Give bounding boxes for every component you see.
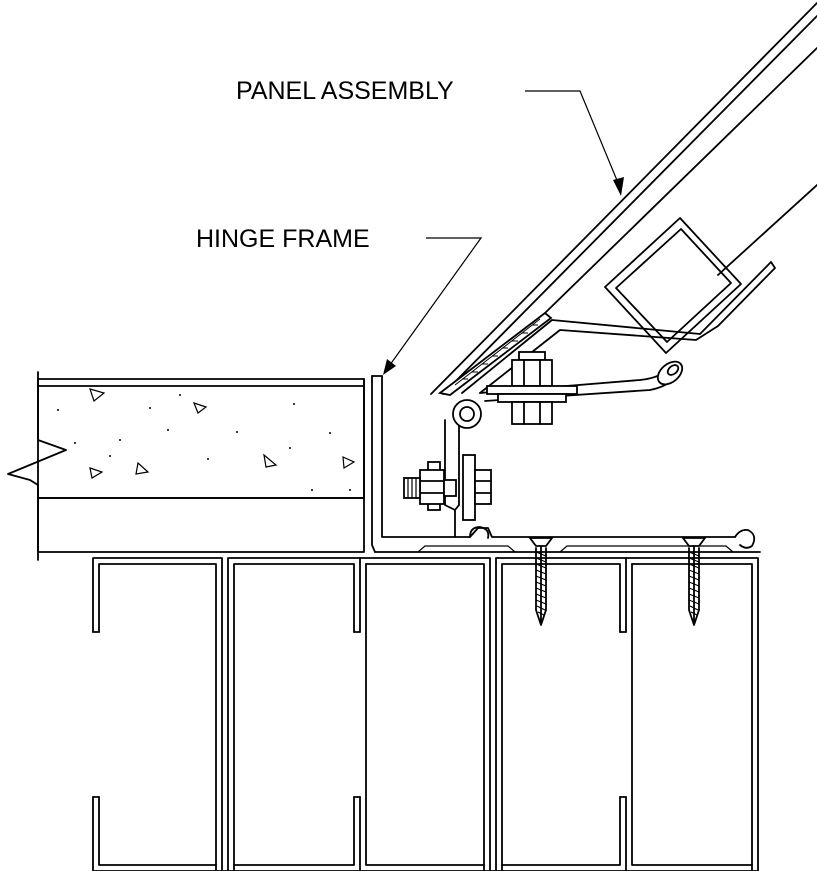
stud-5: [625, 557, 759, 871]
hinge-frame-leader: [383, 237, 483, 375]
lower-bolt: [403, 454, 492, 521]
hinge-frame-label: HINGE FRAME: [196, 225, 370, 253]
stud-4: [495, 557, 627, 871]
hinge-frame: [371, 375, 761, 553]
screw-left: [528, 537, 554, 626]
panel-assembly: [430, 2, 817, 402]
screw-right: [681, 537, 707, 626]
stud-3: [359, 557, 491, 871]
steel-studs: [92, 557, 759, 871]
stud-1: [92, 557, 223, 871]
stud-2: [227, 557, 361, 871]
panel-assembly-leader: [525, 90, 624, 196]
concrete-curb: [7, 371, 365, 561]
upper-bolt: [486, 351, 578, 425]
panel-assembly-label: PANEL ASSEMBLY: [236, 77, 454, 105]
